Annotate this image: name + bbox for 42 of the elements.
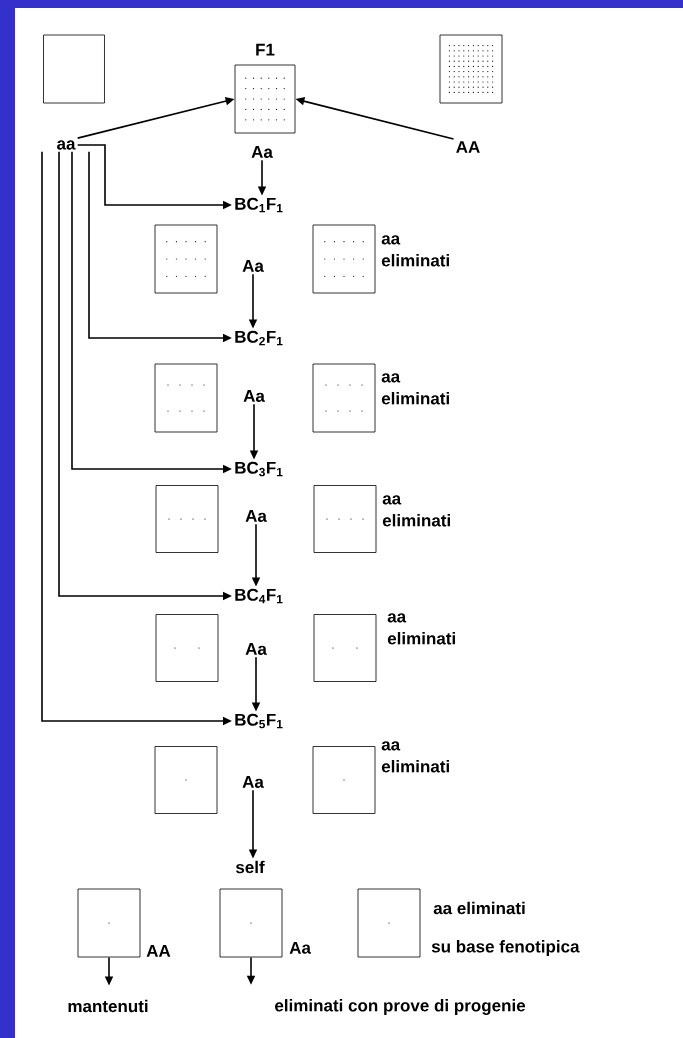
generation-label: BC$_{1}$F$_{1}$ [235,197,283,213]
square-box [313,485,377,553]
genotype-label: Aa [245,510,267,522]
outcome-label: self [235,860,265,874]
square-box [312,746,376,814]
square-box [155,485,219,553]
square-box [357,888,421,958]
genotype-label: Aa [243,390,265,402]
box-caption: AA [146,945,171,957]
square-box [312,224,376,294]
box-caption: aa eliminati [381,235,449,267]
square-box [43,34,105,104]
generation-label: BC$_{4}$F$_{1}$ [235,588,283,604]
plot-box: F1 [234,43,296,134]
genotype-label: Aa [245,643,267,655]
generation-label: BC$_{2}$F$_{1}$ [235,330,283,346]
genotype-label: aa [57,140,76,150]
box-caption: aa eliminati [387,613,455,645]
generation-label: BC$_{5}$F$_{1}$ [235,713,283,729]
box-caption: Aa [289,941,312,954]
square-box [219,888,283,958]
square-box [312,363,376,433]
genotype-label: Aa [242,260,264,272]
box-caption: su base fenotipica [431,940,580,956]
square-box [313,614,377,682]
square-box [77,888,141,958]
node-label: F1 [256,43,275,56]
square-box [439,34,503,104]
genotype-label: Aa [242,776,264,788]
box-caption: aa eliminati [381,373,449,405]
box-caption: aa eliminati [382,495,450,527]
outcome-label: eliminati con prove di progenie [275,999,526,1015]
square-box [155,614,219,682]
square-box [154,363,218,433]
box-caption: aa eliminati [381,741,449,773]
box-caption: aa eliminati [433,901,525,915]
genotype-label: AA [456,141,480,153]
square-box [154,224,218,294]
outcome-label: mantenuti [68,999,148,1013]
generation-label: BC$_{3}$F$_{1}$ [235,461,283,477]
genotype-label: Aa [251,146,273,158]
square-box [154,746,218,814]
